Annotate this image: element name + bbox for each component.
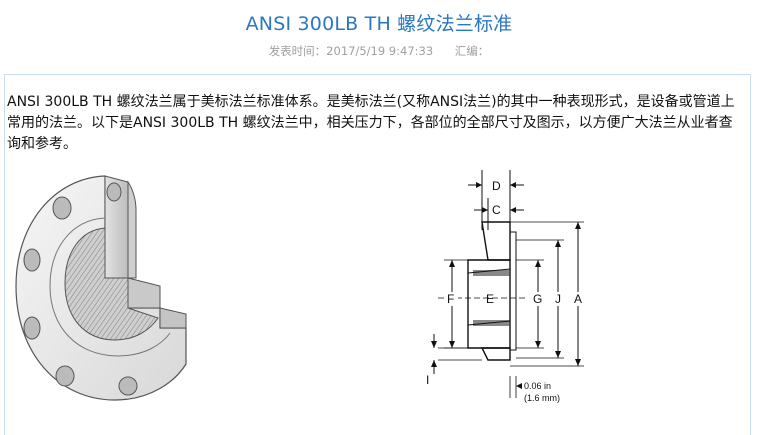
- raised-face-note-1: 0.06 in: [524, 381, 551, 391]
- label-i: I: [426, 373, 429, 387]
- raised-face-note-2: (1.6 mm): [524, 393, 560, 403]
- label-d: D: [492, 179, 501, 193]
- label-g: G: [533, 292, 542, 306]
- label-c: C: [492, 203, 501, 217]
- flange-dimension-drawing: D C F E G J A I 0: [426, 170, 585, 403]
- label-j: J: [555, 292, 561, 306]
- editor-label: 汇编：: [454, 44, 490, 58]
- article-meta: 发表时间：2017/5/19 9:47:33 汇编：: [0, 43, 758, 59]
- label-e: E: [486, 292, 494, 306]
- publish-time: 发表时间：2017/5/19 9:47:33: [268, 44, 434, 58]
- flange-3d-illustration: [15, 175, 187, 401]
- page-title: ANSI 300LB TH 螺纹法兰标准: [245, 13, 513, 35]
- label-f: F: [447, 292, 454, 306]
- intro-paragraph: ANSI 300LB TH 螺纹法兰属于美标法兰标准体系。是美标法兰(又称ANS…: [7, 94, 735, 152]
- label-a: A: [574, 292, 582, 306]
